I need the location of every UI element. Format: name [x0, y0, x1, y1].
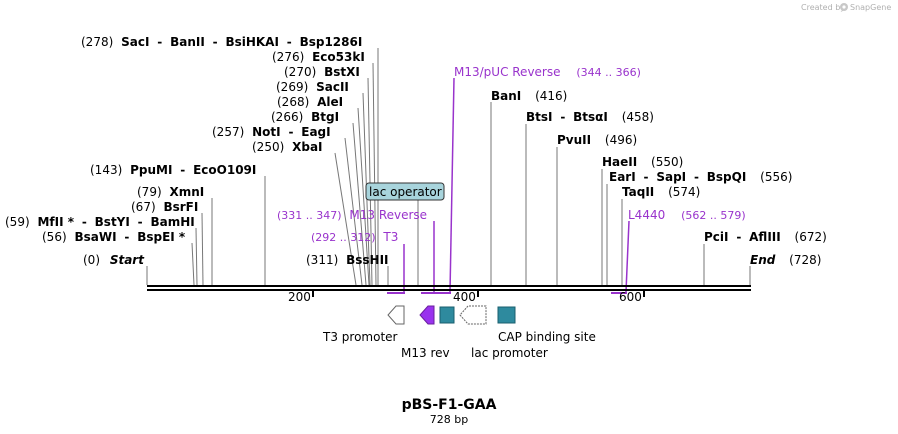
primer-label-m13-puc-reverse[interactable]: M13/pUC Reverse (344 .. 366) — [454, 65, 641, 79]
snapgene-logo-icon — [840, 3, 848, 11]
credit-brand: SnapGene — [850, 3, 891, 12]
ruler-tick-label: 600 — [619, 290, 642, 304]
site-label-672[interactable]: PciI - AflIII (672) — [704, 230, 827, 244]
site-label-end[interactable]: End (728) — [750, 253, 821, 267]
feature-label-lac-promoter: lac promoter — [471, 346, 548, 360]
site-label-458[interactable]: BtsI - BtsαI (458) — [526, 110, 654, 124]
site-label-56[interactable]: (56) BsaWI - BspEI * — [42, 230, 186, 244]
sequence-backbone — [147, 285, 751, 291]
site-label-266[interactable]: (266) BtgI — [271, 110, 339, 124]
site-label-250[interactable]: (250) XbaI — [252, 140, 323, 154]
site-label-496[interactable]: PvuII (496) — [557, 133, 637, 147]
site-label-59[interactable]: (59) MfII * - BstYI - BamHI — [5, 215, 195, 229]
primer-label-m13-reverse[interactable]: (331 .. 347) M13 Reverse — [277, 208, 427, 222]
ruler-tick-label: 200 — [288, 290, 311, 304]
site-label-257[interactable]: (257) NotI - EagI — [212, 125, 331, 139]
site-label-416[interactable]: BanI (416) — [491, 89, 567, 103]
site-label-270[interactable]: (270) BstXI — [284, 65, 360, 79]
plasmid-size: 728 bp — [430, 413, 468, 426]
lac-operator-label[interactable]: lac operator — [365, 182, 445, 201]
credit-text: Created by — [801, 3, 845, 12]
cap-binding-site-block[interactable] — [497, 306, 516, 324]
site-label-311[interactable]: (311) BssHII — [306, 253, 389, 267]
site-label-276[interactable]: (276) Eco53kI — [272, 50, 365, 64]
ruler-tick-label: 400 — [453, 290, 476, 304]
site-label-550[interactable]: HaeII (550) — [602, 155, 683, 169]
site-label-268[interactable]: (268) AleI — [277, 95, 343, 109]
site-label-278[interactable]: (278) SacI - BanII - BsiHKAI - Bsp1286I — [81, 35, 362, 49]
primer-label-t3[interactable]: (292 .. 312) T3 — [311, 230, 398, 244]
lac-operator-block[interactable] — [439, 306, 455, 324]
site-label-143[interactable]: (143) PpuMI - EcoO109I — [90, 163, 256, 177]
site-label-67[interactable]: (67) BsrFI — [131, 200, 198, 214]
lac-promoter-arrow-icon[interactable] — [459, 305, 487, 325]
feature-label-t3-promoter: T3 promoter — [322, 330, 398, 344]
site-label-269[interactable]: (269) SacII — [276, 80, 349, 94]
site-label-574[interactable]: TaqII (574) — [622, 185, 700, 199]
feature-label-m13-rev: M13 rev — [401, 346, 450, 360]
primer-label-l4440[interactable]: L4440 (562 .. 579) — [628, 208, 746, 222]
t3-promoter-arrow-icon[interactable] — [387, 305, 405, 325]
feature-label-cap-binding-site: CAP binding site — [498, 330, 596, 344]
site-label-556[interactable]: EarI - SapI - BspQI (556) — [609, 170, 792, 184]
primer-leaders — [403, 77, 630, 293]
plasmid-name: pBS-F1-GAA — [402, 397, 497, 413]
m13-rev-arrow-icon[interactable] — [419, 305, 435, 325]
ruler: 200 400 600 — [288, 290, 645, 304]
site-label-79[interactable]: (79) XmnI — [137, 185, 204, 199]
svg-text:lac operator: lac operator — [369, 185, 442, 199]
site-label-start[interactable]: (0) Start — [83, 253, 145, 267]
